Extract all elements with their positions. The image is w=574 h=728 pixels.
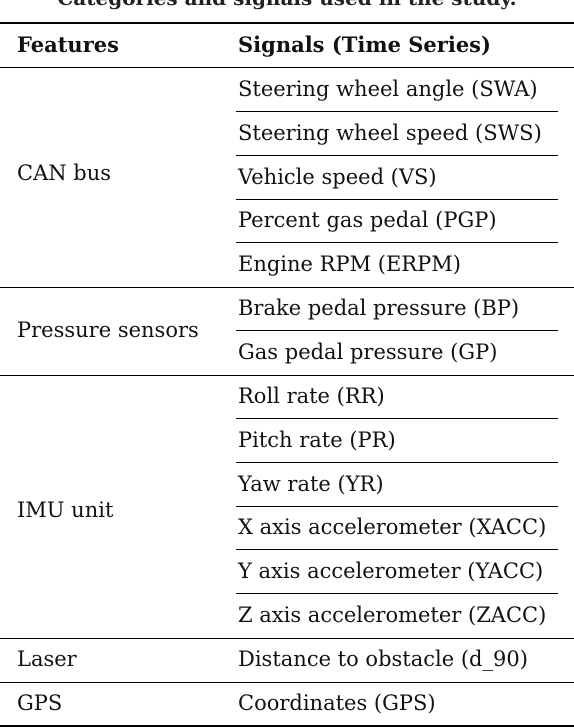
signal-swa: Steering wheel angle (SWA)	[238, 77, 538, 101]
signal-yacc: Y axis accelerometer (YACC)	[238, 559, 544, 583]
header-signals: Signals (Time Series)	[238, 32, 491, 57]
row-divider	[236, 593, 558, 594]
signal-bp: Brake pedal pressure (BP)	[238, 296, 520, 320]
row-divider	[236, 418, 558, 419]
row-divider	[236, 462, 558, 463]
row-divider	[236, 155, 558, 156]
row-divider	[236, 199, 558, 200]
signal-gp: Gas pedal pressure (GP)	[238, 340, 498, 364]
feature-can-bus: CAN bus	[17, 161, 112, 185]
signal-erpm: Engine RPM (ERPM)	[238, 252, 461, 276]
feature-imu-unit: IMU unit	[17, 498, 114, 522]
feature-gps: GPS	[17, 691, 63, 715]
feature-laser: Laser	[17, 647, 77, 671]
group-rule	[0, 287, 574, 288]
table-caption: Categories and signals used in the study…	[0, 0, 574, 10]
feature-pressure-sensors: Pressure sensors	[17, 318, 199, 342]
signal-zacc: Z axis accelerometer (ZACC)	[238, 603, 547, 627]
signal-xacc: X axis accelerometer (XACC)	[238, 515, 547, 539]
group-rule	[0, 638, 574, 639]
header-rule	[0, 67, 574, 68]
signal-d90: Distance to obstacle (d_90)	[238, 647, 528, 671]
group-rule	[0, 375, 574, 376]
group-rule	[0, 682, 574, 683]
header-features: Features	[17, 32, 119, 57]
row-divider	[236, 506, 558, 507]
row-divider	[236, 549, 558, 550]
row-divider	[236, 242, 558, 243]
row-divider	[236, 330, 558, 331]
signal-gps: Coordinates (GPS)	[238, 691, 436, 715]
signal-pr: Pitch rate (PR)	[238, 428, 396, 452]
signal-pgp: Percent gas pedal (PGP)	[238, 208, 497, 232]
signal-vs: Vehicle speed (VS)	[238, 165, 437, 189]
top-rule	[0, 22, 574, 24]
signal-sws: Steering wheel speed (SWS)	[238, 121, 542, 145]
signal-yr: Yaw rate (YR)	[238, 472, 384, 496]
row-divider	[236, 111, 558, 112]
bottom-rule	[0, 725, 574, 727]
signal-rr: Roll rate (RR)	[238, 384, 385, 408]
